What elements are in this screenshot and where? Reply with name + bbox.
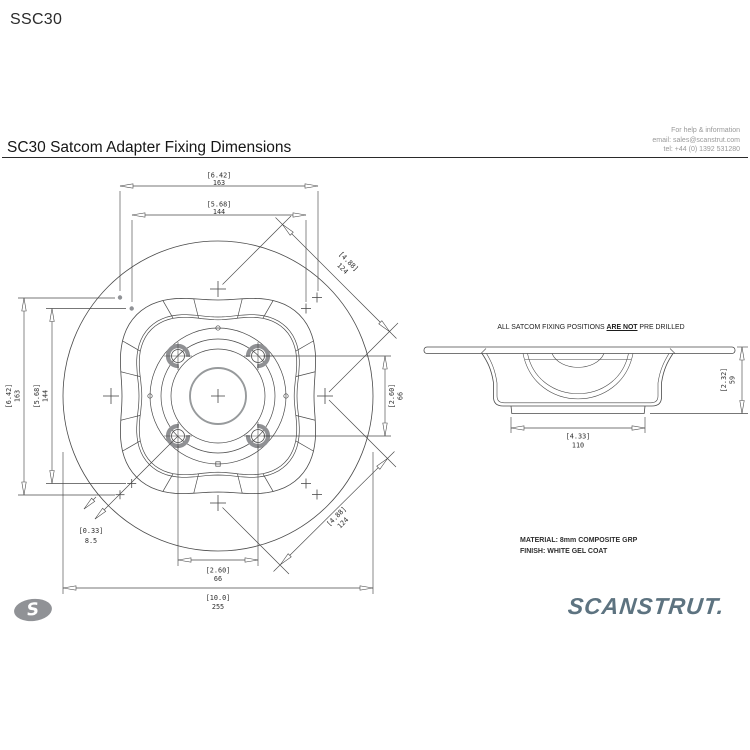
- product-code: SSC30: [10, 11, 63, 28]
- dimension-label: [6.42]: [5, 384, 13, 409]
- plate-circle-mid: [160, 338, 276, 454]
- title-rule: [2, 157, 748, 159]
- note-suffix: PRE DRILLED: [637, 324, 685, 331]
- plan-view-circles: [62, 240, 374, 552]
- body-inner-wall: [486, 353, 670, 404]
- plate-circle-inner: [170, 348, 266, 444]
- dimension-label: [0.33]: [79, 527, 104, 535]
- finish-note: FINISH: WHITE GEL COAT: [520, 548, 608, 555]
- dimension-label: 163: [14, 390, 22, 402]
- edge-marker-left: [147, 393, 153, 399]
- dimension-label: [2.32]: [720, 368, 728, 393]
- side-view: [423, 346, 736, 414]
- plate-circle-outer: [149, 327, 287, 465]
- material-note: MATERIAL: 8mm COMPOSITE GRP: [520, 537, 638, 544]
- bolt-ring: [245, 423, 271, 449]
- plate-wavy-outer-edge: [119, 297, 317, 495]
- bolt-ring: [165, 343, 191, 369]
- fixing-position-marks: [103, 281, 333, 511]
- dimension-lines: [18, 185, 748, 594]
- dimension-label: 66: [397, 392, 405, 400]
- dimension-label: 255: [212, 603, 224, 611]
- dimension-label: 66: [214, 575, 222, 583]
- dimension-label: 144: [213, 208, 225, 216]
- dimension-label: [4.33]: [566, 433, 591, 441]
- bowl-curve-deep: [522, 353, 634, 399]
- body-outer-wall: [481, 353, 674, 407]
- dimension-label: [5.68]: [207, 201, 232, 209]
- hub-circle: [189, 367, 247, 425]
- flange-tick-left: [480, 348, 487, 354]
- material-notes: MATERIAL: 8mm COMPOSITE GRP FINISH: WHIT…: [520, 535, 637, 557]
- bowl-curve-shallow: [551, 353, 605, 368]
- dimension-label: [2.60]: [388, 384, 396, 409]
- edge-marker-bottom: [215, 461, 221, 467]
- dimension-label: [2.60]: [206, 567, 231, 575]
- base-foot: [510, 405, 646, 414]
- help-line: For help & information: [671, 127, 740, 134]
- pre-drill-note: ALL SATCOM FIXING POSITIONS ARE NOT PRE …: [455, 324, 727, 331]
- page-title: SC30 Satcom Adapter Fixing Dimensions: [7, 139, 292, 156]
- note-prefix: ALL SATCOM FIXING POSITIONS: [497, 324, 607, 331]
- dimension-labels: [6.42]163[5.68]144[6.42]163[5.68]144[2.6…: [5, 172, 737, 612]
- overall-diameter-circle: [62, 240, 374, 552]
- dimension-label: 110: [572, 442, 584, 450]
- plate-outline: [119, 297, 317, 495]
- dimension-arrowheads: [21, 183, 745, 591]
- dimension-label: [6.42]: [207, 172, 232, 180]
- rim-segment-ticks: [120, 298, 316, 494]
- help-contact-block: For help & information email: sales@scan…: [652, 126, 740, 155]
- dimension-label: [5.68]: [33, 384, 41, 409]
- flange-slab: [423, 346, 736, 354]
- dimension-label: 144: [42, 390, 50, 402]
- edge-marker-top: [215, 325, 221, 331]
- note-emphasis: ARE NOT: [606, 324, 638, 331]
- dimension-label: 163: [213, 179, 225, 187]
- help-phone: tel: +44 (0) 1392 531280: [663, 146, 740, 153]
- help-email: email: sales@scanstrut.com: [652, 136, 740, 144]
- edge-marker-right: [283, 393, 289, 399]
- bolt-ring: [245, 343, 271, 369]
- dimension-label: 59: [729, 376, 737, 384]
- dimension-label: 8.5: [85, 537, 97, 545]
- flange-tick-right: [669, 348, 676, 354]
- dimension-label: [10.0]: [206, 594, 231, 602]
